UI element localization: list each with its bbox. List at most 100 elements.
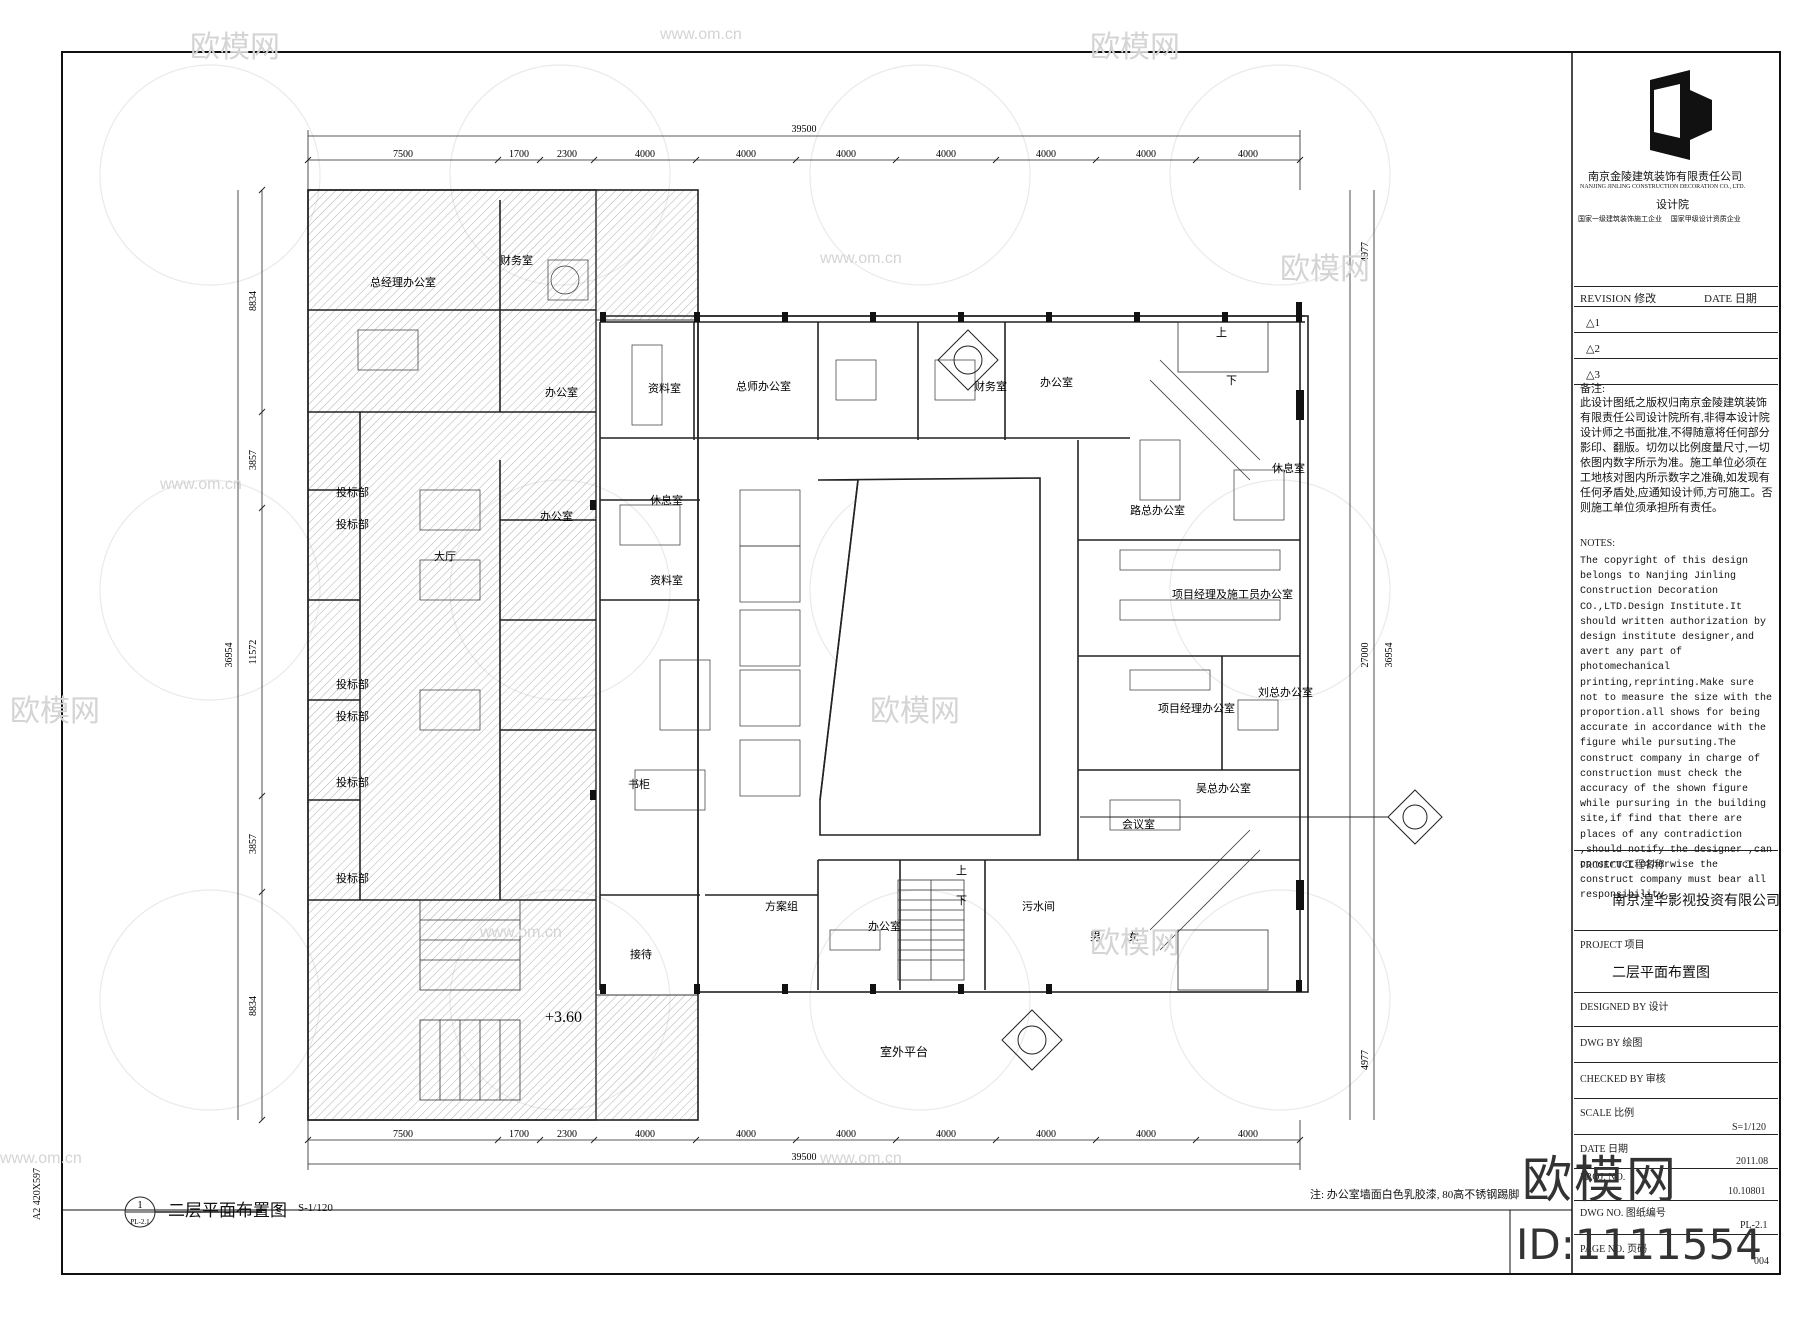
room-label: 下	[1226, 375, 1237, 387]
room-label: 男	[1090, 931, 1101, 943]
dim-left-total: 36954	[224, 643, 235, 668]
room-label: 投标部	[336, 871, 369, 885]
room-label: 办公室	[540, 509, 573, 523]
dim-bottom-segment: 7500	[393, 1129, 413, 1140]
dim-bottom-total: 39500	[792, 1152, 817, 1163]
revision-row	[1574, 384, 1778, 385]
dim-tick	[494, 156, 502, 164]
dim-tick	[692, 156, 700, 164]
watermark-brand-2: 欧模网	[1090, 31, 1180, 64]
room-label: 大厅	[434, 549, 456, 563]
dim-tick	[1192, 156, 1200, 164]
dim-tick	[792, 1136, 800, 1144]
room-label: 吴总办公室	[1196, 781, 1251, 795]
dim-tick	[258, 1116, 266, 1124]
project-label: PROJECT 工程名称	[1580, 860, 1665, 871]
room-label: 办公室	[1040, 375, 1073, 389]
room-label: 刘总办公室	[1258, 685, 1313, 699]
room-label: 投标部	[336, 677, 369, 691]
drawing-title: 二层平面布置图	[168, 1201, 287, 1220]
tb-line-2	[1574, 306, 1778, 307]
room-label: 总经理办公室	[370, 275, 436, 289]
sheet-border	[61, 51, 1781, 1275]
dim-tick	[1092, 1136, 1100, 1144]
dim-tick	[590, 1136, 598, 1144]
tb-line-designed	[1574, 992, 1778, 993]
page-label: PAGE NO. 页码	[1580, 1244, 1648, 1255]
room-label: 上	[1216, 326, 1227, 339]
dim-tick	[536, 156, 544, 164]
dim-tick	[258, 504, 266, 512]
dim-tick	[892, 1136, 900, 1144]
dim-bottom-segment: 2300	[557, 1129, 577, 1140]
watermark-brand-5: 欧模网	[10, 695, 100, 728]
room-label: 投标部	[336, 517, 369, 531]
tb-line-dwg	[1574, 1200, 1778, 1201]
dim-right-segment: 4977	[1360, 242, 1371, 262]
bottom-note: 注: 办公室墙面白色乳胶漆, 80高不锈钢踢脚	[1310, 1189, 1520, 1201]
room-label: 书柜	[628, 778, 650, 791]
dim-tick	[992, 1136, 1000, 1144]
scale-value: S=1/120	[1732, 1122, 1766, 1133]
side-code: A2 420X597	[32, 1168, 43, 1220]
date2-value: 2011.08	[1736, 1156, 1769, 1167]
room-label: 财务室	[500, 253, 533, 267]
revision-row	[1574, 358, 1778, 359]
dim-bottom-segment: 4000	[736, 1129, 756, 1140]
dim-right-inner: 27000	[1360, 643, 1371, 668]
revision-marker: △1	[1586, 317, 1600, 329]
left-wing-hatch	[307, 189, 597, 1121]
dim-tick	[1296, 1136, 1304, 1144]
room-label: 污水间	[1022, 900, 1055, 913]
institute-name: 设计院	[1656, 199, 1689, 211]
designed-label: DESIGNED BY 设计	[1580, 1002, 1669, 1013]
callout-top: 1	[137, 1199, 143, 1211]
revision-marker: △2	[1586, 343, 1600, 355]
dwg-no-value: PL-2.1	[1740, 1220, 1768, 1231]
room-label: 投标部	[336, 709, 369, 723]
date-label: DATE 日期	[1704, 293, 1757, 305]
stairs	[419, 321, 1269, 1101]
watermark-pattern	[99, 64, 1391, 1111]
watermark-site-4: www.om.cn	[480, 924, 562, 941]
room-label: 投标部	[336, 485, 369, 499]
dimension-ticks	[258, 156, 1304, 1144]
index-symbols	[937, 329, 1443, 1071]
watermark-site-2: www.om.cn	[820, 250, 902, 267]
dim-right-total: 36954	[1384, 643, 1395, 668]
dim-top-segment: 4000	[1136, 149, 1156, 160]
dim-tick	[1192, 1136, 1200, 1144]
proj-no-label: PROJ. NO.	[1580, 1172, 1626, 1183]
dim-tick	[258, 408, 266, 416]
dim-bottom-segment: 4000	[1238, 1129, 1258, 1140]
outdoor-platform: 室外平台	[880, 1044, 928, 1059]
dim-top-segment: 4000	[1238, 149, 1258, 160]
dim-left-segment: 11572	[248, 640, 259, 665]
tb-line-proj	[1574, 1168, 1778, 1169]
drawing-scale: S-1/120	[298, 1202, 333, 1214]
dim-tick	[1092, 156, 1100, 164]
dimension-lines	[237, 130, 1375, 1170]
room-label: 财务室	[974, 379, 1007, 393]
room-label: 投标部	[336, 775, 369, 789]
room-label: 路总办公室	[1130, 503, 1185, 517]
room-label: 办公室	[868, 919, 901, 933]
callout-bottom: PL-2.1	[130, 1218, 150, 1226]
watermark-brand-6: 欧模网	[1090, 927, 1180, 960]
dim-top-segment: 4000	[635, 149, 655, 160]
dim-bottom-segment: 4000	[1136, 1129, 1156, 1140]
elevation-mark: +3.60	[545, 1009, 582, 1026]
tb-line-page	[1574, 1234, 1778, 1235]
dim-left-segment: 8834	[248, 996, 259, 1016]
dim-tick	[892, 156, 900, 164]
dim-top-segment: 2300	[557, 149, 577, 160]
dwg-no-label: DWG NO. 图纸编号	[1580, 1208, 1666, 1219]
watermark-site-3: www.om.cn	[160, 476, 242, 493]
dim-tick	[792, 156, 800, 164]
dim-bottom-segment: 4000	[1036, 1129, 1056, 1140]
building-walls	[307, 189, 1309, 1121]
dim-tick	[536, 1136, 544, 1144]
furniture	[357, 259, 1285, 951]
notes-cn: 此设计图纸之版权归南京金陵建筑装饰有限责任公司设计院所有,非得本设计院设计师之书…	[1580, 397, 1773, 514]
